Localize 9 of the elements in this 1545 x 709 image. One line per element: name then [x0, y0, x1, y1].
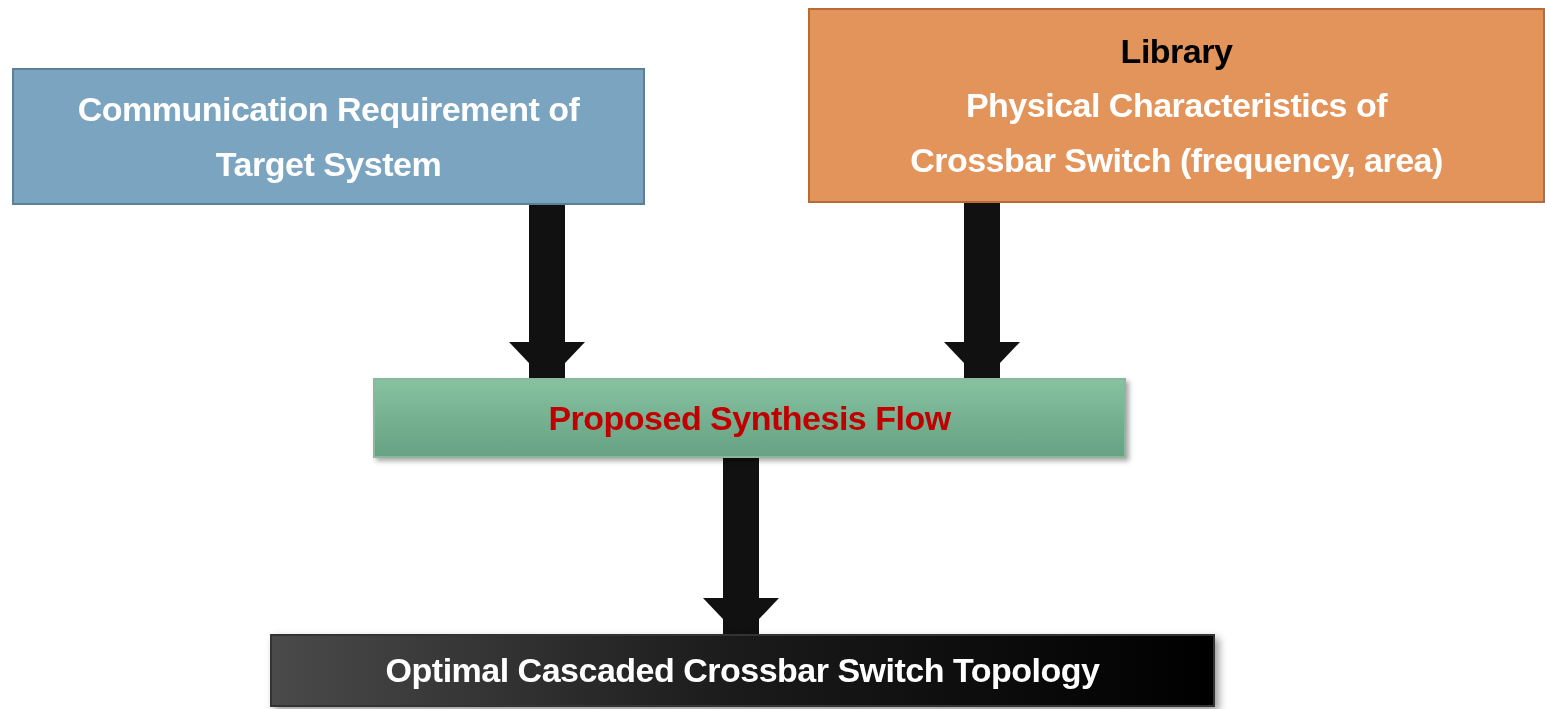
input-box: [12, 68, 645, 205]
process-box: [373, 378, 1126, 458]
box-heading: Library: [1120, 30, 1233, 72]
box-text: Optimal Cascaded Crossbar Switch Topology: [385, 650, 1100, 692]
output-box: [270, 634, 1215, 707]
box-text: Proposed Synthesis Flow: [548, 397, 951, 439]
input-box: [808, 8, 1545, 203]
box-text: Communication Requirement of Target System: [76, 89, 581, 185]
box-text: Physical Characteristics of Crossbar Switch (frequency, area): [909, 85, 1444, 181]
